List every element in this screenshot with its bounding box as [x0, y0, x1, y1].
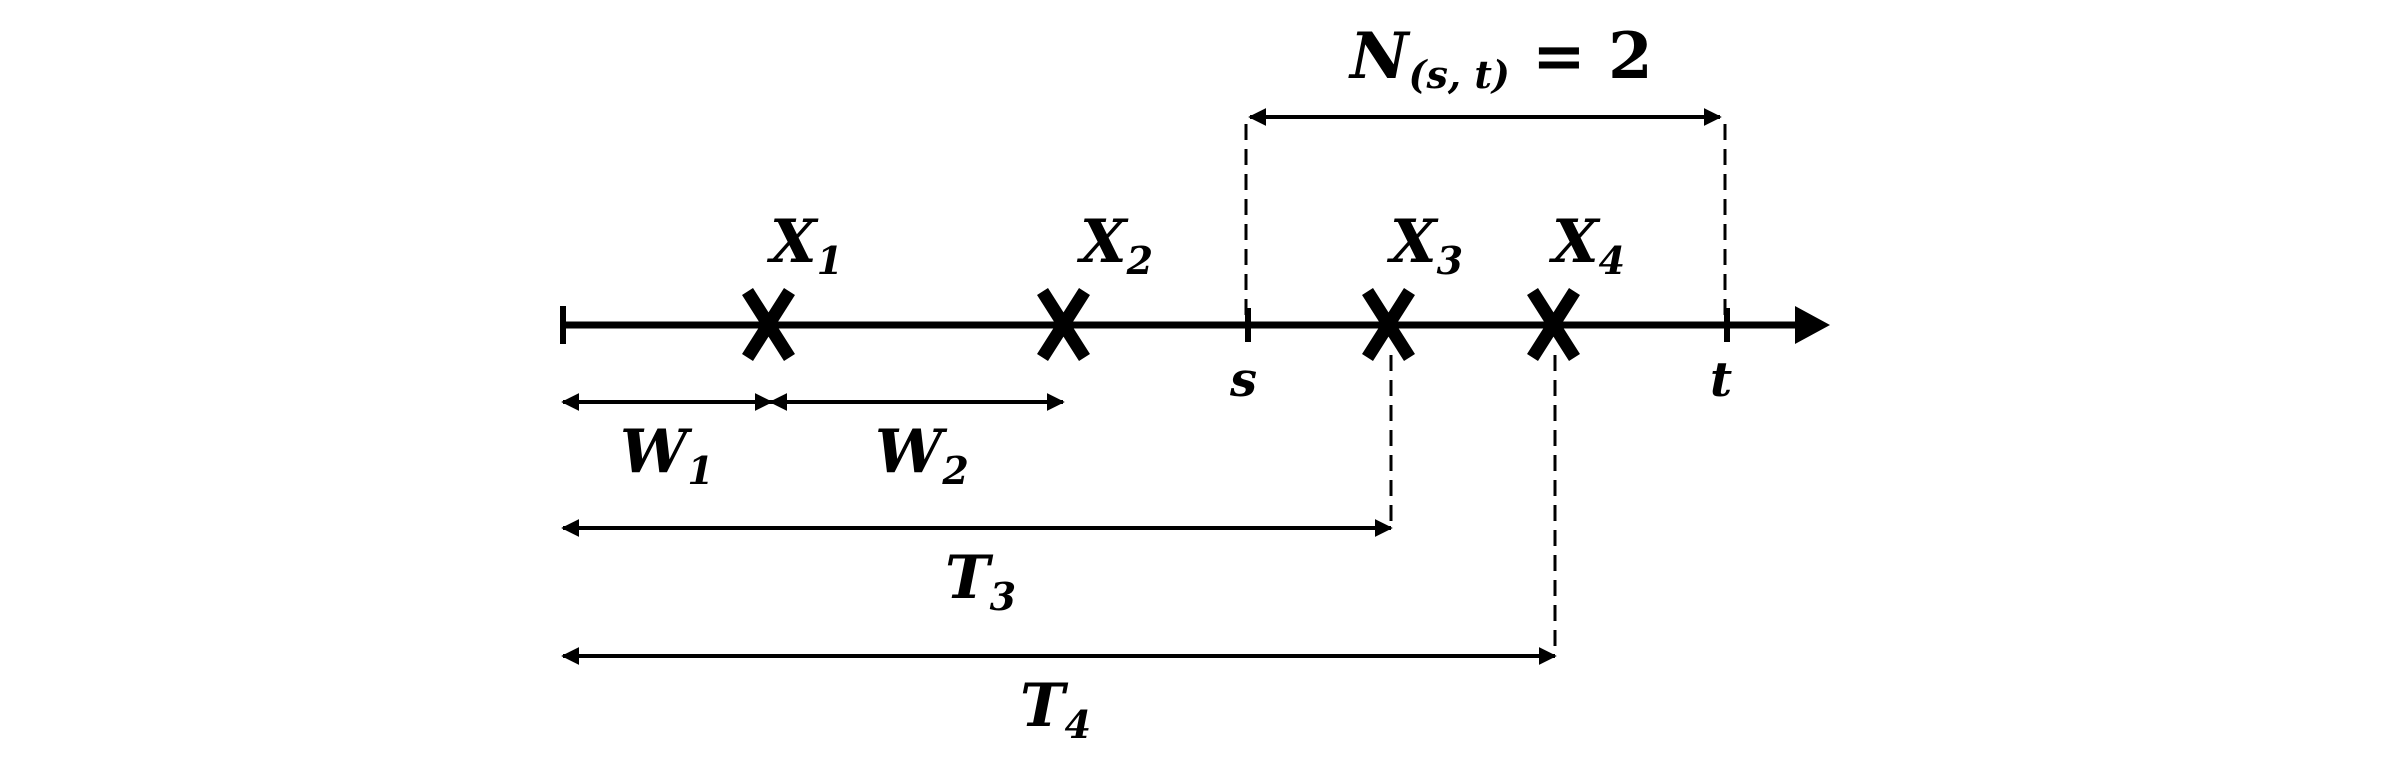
w2-label: W2	[875, 417, 969, 493]
event-label-3: X3	[1386, 207, 1463, 283]
event-mark-3	[1362, 288, 1415, 361]
count-label: N(s, t) = 2	[1348, 19, 1653, 97]
t4-label: T4	[1020, 671, 1091, 747]
count-symbol: N	[1348, 19, 1411, 94]
w1-label: W1	[620, 417, 714, 493]
count-subscript: (s, t)	[1409, 52, 1510, 97]
event-label-2: X2	[1076, 207, 1153, 283]
event-mark-4	[1527, 288, 1580, 361]
time-axis-arrowhead	[1795, 306, 1830, 344]
event-mark-2	[1037, 288, 1090, 361]
event-label-4: X4	[1548, 207, 1625, 283]
s-label: s	[1229, 352, 1257, 408]
event-label-1: X1	[766, 207, 843, 283]
event-mark-1	[742, 288, 795, 361]
t3-label: T3	[945, 543, 1016, 619]
t-label: t	[1710, 352, 1732, 408]
count-value: = 2	[1510, 19, 1653, 94]
